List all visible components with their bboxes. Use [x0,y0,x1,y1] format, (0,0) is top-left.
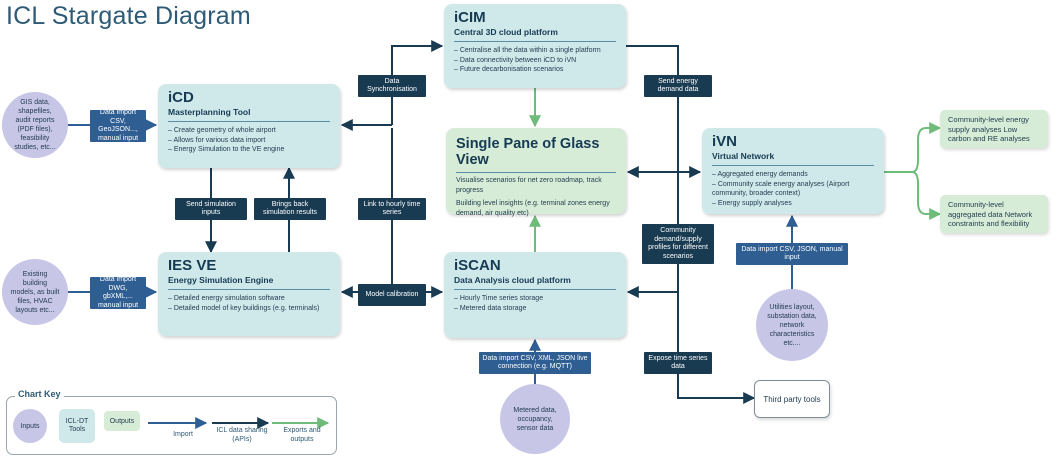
chart-key: Chart Key Inputs ICL-DT Tools Outputs Im… [6,389,337,455]
ivn-item: Aggregated energy demands [712,170,874,180]
ivn-item: Energy supply analyses [712,199,874,209]
sync-arrow-icd-icim [391,40,444,125]
input-existing-models: Existing building models, as built files… [2,259,68,325]
key-inputs: Inputs [13,409,47,443]
iscan-item: Hourly Time series storage [454,294,616,304]
label-import-ivn: Data import CSV, JSON, manual input [736,243,848,265]
output-supply-analyses: Community-level energy supply analyses L… [940,110,1048,148]
tool-iscan: iSCAN Data Analysis cloud platform Hourl… [444,252,626,338]
iesve-item: Detailed energy simulation software [168,294,330,304]
key-title: Chart Key [15,389,64,399]
icd-item: Energy Simulation to the VE engine [168,145,330,155]
input-existing-text: Existing building models, as built files… [10,270,60,314]
icim-item: Centralise all the data within a single … [454,46,616,56]
tool-iesve: IES VE Energy Simulation Engine Detailed… [158,252,340,336]
icd-item: Allows for various data import [168,136,330,146]
page-title: ICL Stargate Diagram [6,2,251,30]
label-link-hourly: Link to hourly time series [358,198,426,220]
iscan-item: Metered data storage [454,304,616,314]
send-energy-arrow [626,45,702,178]
label-community-profiles: Community demand/supply profiles for dif… [642,224,714,264]
label-import-icd: Data import CSV, GeoJSON..., manual inpu… [90,109,146,142]
export-arrow-ivn-supply [884,122,942,173]
icd-subtitle: Masterplanning Tool [168,107,251,117]
spg-line: Visualise scenarios for net zero roadmap… [456,177,602,194]
input-gis-text: GIS data, shapefiles, audit reports (PDF… [14,99,56,151]
icd-title: iCD [168,89,194,106]
third-party-tools: Third party tools [754,380,830,418]
icd-item: Create geometry of whole airport [168,126,330,136]
key-sharing-label: ICL data sharing (APIs) [216,427,268,443]
input-utilities-text: Utilities layout, substation data, netwo… [767,303,817,347]
spg-title: Single Pane of Glass View [456,136,600,168]
key-import-label: Import [173,431,193,438]
iesve-title: IES VE [168,257,217,274]
output-aggregated-data: Community-level aggregated data Network … [940,195,1048,233]
icim-subtitle: Central 3D cloud platform [454,27,558,37]
ivn-title: iVN [712,133,738,150]
input-utilities: Utilities layout, substation data, netwo… [756,289,828,361]
icim-item: Data connectivity between iCD to iVN [454,56,616,66]
ivn-item: Community scale energy analyses (Airport… [712,180,874,199]
label-import-iscan: Data import CSV, XML, JSON live connecti… [479,352,591,374]
iscan-subtitle: Data Analysis cloud platform [454,275,571,285]
input-metered-data: Metered data, occupancy, sensor data [500,384,570,454]
input-metered-text: Metered data, occupancy, sensor data [513,406,557,432]
icim-title: iCIM [454,9,486,26]
expose-arrow [677,292,756,404]
label-expose-time: Expose time series data [644,352,712,374]
label-data-sync: Data Synchronisation [358,75,426,97]
label-brings-back: Brings back simulation results [254,198,326,220]
export-arrow-ivn-aggregated [911,171,942,220]
spg-line: Building level insights (e.g. terminal z… [456,200,610,217]
iesve-subtitle: Energy Simulation Engine [168,275,274,285]
iscan-title: iSCAN [454,257,501,274]
key-outputs: Outputs [104,411,140,431]
icim-item: Future decarbonisation scenarios [454,65,616,75]
label-send-energy: Send energy demand data [644,75,712,97]
tool-icd: iCD Masterplanning Tool Create geometry … [158,84,340,168]
label-model-calibration: Model calibration [358,284,426,306]
tool-icim: iCIM Central 3D cloud platform Centralis… [444,4,626,88]
label-import-iesve: Data import DWG, gbXML,... manual input [90,276,146,309]
single-pane-of-glass: Single Pane of Glass View Visualise scen… [446,128,626,217]
input-gis-data: GIS data, shapefiles, audit reports (PDF… [2,92,68,158]
iesve-item: Detailed model of key buildings (e.g. te… [168,304,330,314]
tool-ivn: iVN Virtual Network Aggregated energy de… [702,128,884,214]
key-exports-label: Exports and outputs [283,427,321,443]
label-send-sim: Send simulation inputs [175,198,247,220]
ivn-subtitle: Virtual Network [712,151,775,161]
key-tools: ICL-DT Tools [59,409,95,443]
